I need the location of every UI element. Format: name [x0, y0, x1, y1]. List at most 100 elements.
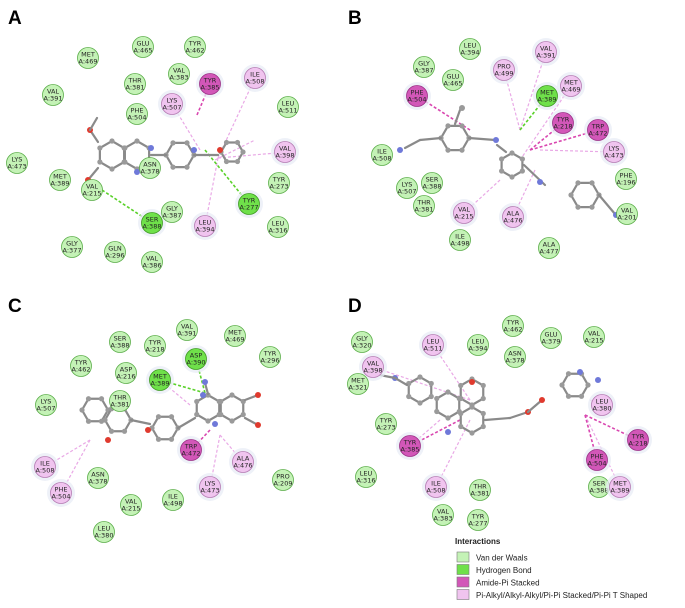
residue-name: TYR	[631, 433, 645, 441]
residue-name: VAL	[367, 360, 379, 368]
residue-circle	[93, 521, 115, 543]
residue-name: LYS	[12, 156, 23, 164]
residue-circle	[362, 356, 384, 378]
residue-circle	[35, 394, 57, 416]
residue-chain: A:390	[187, 359, 206, 367]
residue-chain: A:387	[163, 212, 182, 220]
residue-name: LEU	[427, 338, 440, 346]
residue-chain: A:385	[201, 84, 220, 92]
residue-chain: A:378	[141, 168, 160, 176]
panel-label: A	[8, 8, 22, 29]
residue-name: PHE	[591, 453, 604, 461]
residue-name: SER	[146, 216, 159, 224]
residue-chain: A:196	[617, 179, 636, 187]
residue-circle	[587, 119, 609, 141]
residue-name: LEU	[360, 470, 373, 478]
residue-circle	[371, 144, 393, 166]
residue-name: VAL	[47, 88, 59, 96]
residue-circle	[104, 241, 126, 263]
hydrogen-bond-line	[159, 379, 206, 394]
residue-circle	[259, 346, 281, 368]
residue-chain: A:504	[128, 114, 147, 122]
residue-name: PHE	[131, 107, 144, 115]
residue-name: MET	[228, 329, 242, 337]
ligand-structure	[85, 116, 246, 183]
residue-chain: A:511	[279, 107, 298, 115]
legend-item-amide: Amide-Pi Stacked	[456, 576, 540, 588]
residue-name: TYR	[272, 176, 286, 184]
residue-name: GLU	[544, 331, 557, 339]
residue-circle	[168, 63, 190, 85]
residue-chain: A:469	[562, 86, 581, 94]
residue-chain: A:381	[471, 490, 490, 498]
residue-name: MET	[81, 51, 95, 59]
residue-name: VAL	[86, 183, 98, 191]
residue-name: ILE	[431, 480, 441, 488]
residue-circle	[493, 59, 515, 81]
residue-circle	[77, 47, 99, 69]
residue-name: TYR	[506, 319, 520, 327]
residue-circle	[267, 216, 289, 238]
pi-alkyl-line	[519, 51, 547, 131]
residue-chain: A:277	[469, 520, 488, 528]
residue-circle	[459, 38, 481, 60]
residue-circle	[161, 201, 183, 223]
residue-circle	[124, 73, 146, 95]
pi-alkyl-line	[409, 419, 441, 447]
residue-circle	[109, 390, 131, 412]
residue-circle	[6, 152, 28, 174]
residue-circle	[560, 75, 582, 97]
residue-chain: A:473	[605, 152, 624, 160]
residue-chain: A:462	[72, 366, 91, 374]
residue-name: LEU	[272, 220, 285, 228]
residue-name: TYR	[379, 417, 393, 425]
residue-name: LYS	[402, 181, 413, 189]
residue-circle	[432, 504, 454, 526]
pi-alkyl-line	[214, 139, 256, 161]
legend-label: Amide-Pi Stacked	[476, 579, 540, 588]
residue-circle	[42, 84, 64, 106]
residue-circle	[603, 141, 625, 163]
residue-circle	[49, 169, 71, 191]
residue-chain: A:277	[240, 204, 259, 212]
residue-name: ILE	[168, 493, 178, 501]
residue-chain: A:296	[106, 252, 125, 260]
residue-chain: A:215	[83, 190, 102, 198]
residue-name: GLY	[66, 240, 78, 248]
residue-chain: A:218	[554, 123, 573, 131]
residue-circle	[396, 177, 418, 199]
residue-name: VAL	[279, 145, 291, 153]
residue-chain: A:296	[261, 357, 280, 365]
residue-chain: A:321	[349, 384, 368, 392]
residue-name: LEU	[199, 219, 212, 227]
residue-name: MET	[53, 173, 67, 181]
residue-chain: A:215	[122, 505, 141, 513]
pi-alkyl-line	[512, 169, 536, 218]
residue-chain: A:380	[593, 405, 612, 413]
